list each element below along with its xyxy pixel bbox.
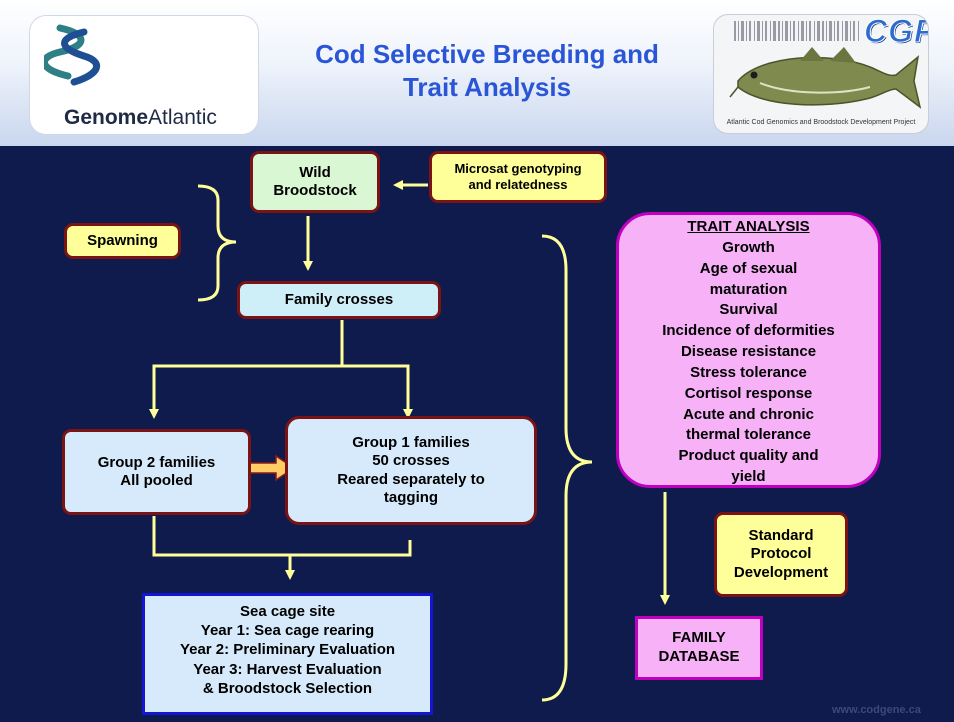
group1-line-1: Group 1 families (352, 433, 470, 451)
microsat-line-1: Microsat genotyping (454, 161, 582, 177)
title-line-1: Cod Selective Breeding and (315, 39, 659, 69)
group1-line-3: Reared separately to (337, 470, 485, 488)
trait-item: Product quality and (678, 447, 819, 465)
familydb-line-1: FAMILY (672, 629, 726, 647)
barcode-icon (734, 21, 859, 41)
website-watermark: www.codgene.ca (832, 704, 921, 716)
seacage-line-2: Year 1: Sea cage rearing (200, 622, 375, 640)
group1-line-4: tagging (383, 488, 439, 506)
wild-line-2: Broodstock (273, 182, 357, 199)
familydb-line-2: DATABASE (658, 648, 740, 665)
trait-item: Disease resistance (680, 343, 817, 361)
header-band: GenomeAtlantic Cod Selective Breeding an… (0, 0, 954, 146)
trait-item: Age of sexual (699, 259, 798, 277)
group1-families-box: Group 1 families 50 crosses Reared separ… (285, 416, 537, 525)
wild-line-1: Wild (299, 163, 331, 181)
dna-helix-icon (44, 24, 100, 86)
trait-analysis-title: TRAIT ANALYSIS (687, 218, 810, 235)
standard-protocol-box: Standard Protocol Development (714, 512, 848, 597)
genome-atlantic-logo: GenomeAtlantic (30, 16, 258, 134)
trait-item: Survival (719, 301, 778, 319)
family-crosses-box: Family crosses (237, 281, 441, 319)
family-database-box: FAMILY DATABASE (635, 616, 763, 680)
cgp-caption: Atlantic Cod Genomics and Broodstock Dev… (726, 119, 916, 126)
trait-analysis-box: TRAIT ANALYSIS Growth Age of sexual matu… (616, 212, 881, 488)
logo-wordmark: GenomeAtlantic (64, 106, 217, 129)
trait-item: maturation (709, 280, 788, 298)
standard-line-2: Protocol (750, 545, 812, 563)
trait-item: Stress tolerance (690, 363, 807, 381)
group2-line-2: All pooled (120, 472, 193, 489)
seacage-line-5: & Broodstock Selection (202, 679, 373, 697)
seacage-line-3: Year 2: Preliminary Evaluation (179, 641, 396, 659)
group2-line-1: Group 2 families (97, 453, 216, 471)
standard-line-3: Development (733, 563, 829, 581)
cgp-logo: CGP Atlantic Cod Genomics and Broodstock… (714, 15, 928, 133)
page-title: Cod Selective Breeding and Trait Analysi… (262, 38, 712, 103)
trait-item: thermal tolerance (685, 426, 812, 444)
trait-item: yield (731, 468, 766, 486)
cgp-mark: CGP (863, 15, 928, 50)
trait-item: Cortisol response (684, 384, 813, 402)
standard-line-1: Standard (748, 527, 814, 545)
seacage-line-4: Year 3: Harvest Evaluation (193, 660, 382, 678)
cod-fish-icon (729, 47, 922, 109)
title-line-2: Trait Analysis (402, 71, 572, 102)
microsat-line-2: and relatedness (468, 177, 568, 192)
trait-item: Growth (722, 238, 775, 256)
sea-cage-site-box: Sea cage site Year 1: Sea cage rearing Y… (142, 593, 433, 715)
spawning-label: Spawning (87, 231, 158, 249)
family-crosses-label: Family crosses (284, 290, 394, 308)
group1-line-2: 50 crosses (372, 452, 450, 470)
trait-item: Acute and chronic (683, 405, 814, 423)
seacage-line-1: Sea cage site (239, 603, 336, 620)
spawning-box: Spawning (64, 223, 181, 259)
trait-item: Incidence of deformities (662, 322, 835, 340)
